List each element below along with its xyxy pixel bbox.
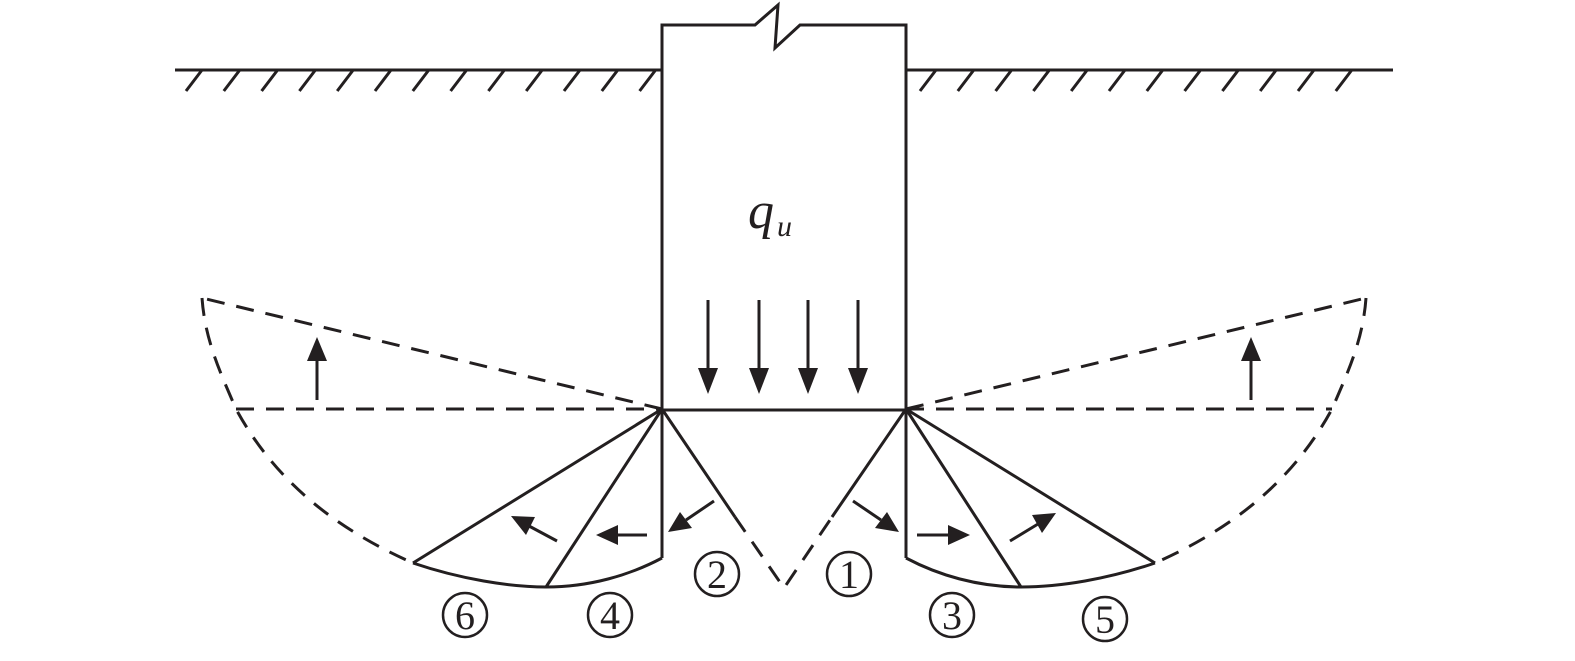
load-symbol: q — [748, 183, 774, 240]
dashed-heave-line-left — [201, 296, 663, 411]
hatch-mark-right-1 — [956, 69, 975, 92]
hatch-mark-left-10 — [562, 69, 582, 92]
dashed-central-wedge — [733, 516, 834, 591]
hatch-mark-right-5 — [1107, 69, 1127, 92]
zone-label-6: 6 — [441, 591, 489, 639]
hatch-mark-right-9 — [1259, 69, 1278, 92]
hatch-mark-right-11 — [1334, 69, 1353, 92]
dashed-failure-boundary-right — [1154, 297, 1368, 565]
failure-surface-right — [905, 556, 1156, 589]
flow-arrow-zone-4 — [596, 525, 647, 545]
hatch-mark-left-3 — [298, 69, 317, 92]
hatch-mark-left-11 — [600, 69, 619, 92]
hatch-mark-right-2 — [994, 69, 1013, 92]
load-arrow-4 — [848, 300, 868, 394]
hatch-mark-left-5 — [373, 69, 393, 92]
failure-surface-left — [412, 556, 663, 589]
hatch-mark-left-7 — [449, 69, 468, 92]
zone-label-3-text: 3 — [942, 593, 962, 638]
zone-label-2: 2 — [693, 550, 741, 598]
heave-arrow-right — [1241, 337, 1261, 400]
load-arrows — [698, 300, 868, 394]
load-arrow-1 — [698, 300, 718, 394]
flow-arrow-zone-3 — [917, 525, 970, 545]
hatch-mark-left-0 — [184, 69, 204, 92]
hatch-mark-right-7 — [1183, 69, 1202, 92]
hatch-mark-right-3 — [1032, 69, 1051, 92]
ground-surface — [175, 68, 1393, 92]
zone-label-5: 5 — [1081, 595, 1129, 643]
hatch-mark-right-0 — [918, 69, 938, 92]
load-subscript: u — [777, 210, 792, 243]
ground-hatching-right — [918, 69, 1353, 92]
flow-arrow-zone-5 — [1009, 513, 1056, 543]
radial-fan-left — [412, 407, 737, 588]
zone-label-6-text: 6 — [455, 593, 475, 638]
zone-label-5-text: 5 — [1095, 597, 1115, 642]
hatch-mark-right-4 — [1070, 69, 1089, 92]
hatch-mark-left-12 — [638, 69, 657, 92]
hatch-mark-right-6 — [1145, 69, 1164, 92]
ground-hatching-left — [184, 69, 657, 92]
hatch-mark-left-4 — [336, 69, 355, 92]
heave-arrow-left — [307, 337, 327, 400]
load-arrow-3 — [798, 300, 818, 394]
hatch-mark-left-2 — [260, 69, 279, 92]
hatch-mark-right-8 — [1221, 69, 1240, 92]
hatch-mark-left-8 — [487, 69, 506, 92]
dashed-failure-boundary-left — [200, 297, 414, 565]
hatch-mark-left-6 — [411, 69, 430, 92]
zone-label-1-text: 1 — [839, 552, 859, 597]
flow-arrow-zone-6 — [511, 516, 558, 543]
foundation-outline — [660, 1, 908, 412]
hatch-mark-right-10 — [1296, 69, 1316, 92]
radial-fan-right — [830, 407, 1156, 588]
zone-label-3: 3 — [928, 591, 976, 639]
hatch-mark-left-9 — [525, 69, 544, 92]
zone-label-4: 4 — [586, 591, 634, 639]
dashed-heave-line-right — [905, 296, 1367, 411]
hatch-mark-left-1 — [222, 69, 241, 92]
zone-label-1: 1 — [825, 550, 873, 598]
zone-label-4-text: 4 — [600, 593, 620, 638]
load-arrow-2 — [749, 300, 769, 394]
flow-arrows — [511, 499, 1056, 545]
flow-arrow-zone-2 — [668, 499, 715, 532]
flow-arrow-zone-1 — [852, 499, 899, 532]
zone-label-2-text: 2 — [707, 552, 727, 597]
